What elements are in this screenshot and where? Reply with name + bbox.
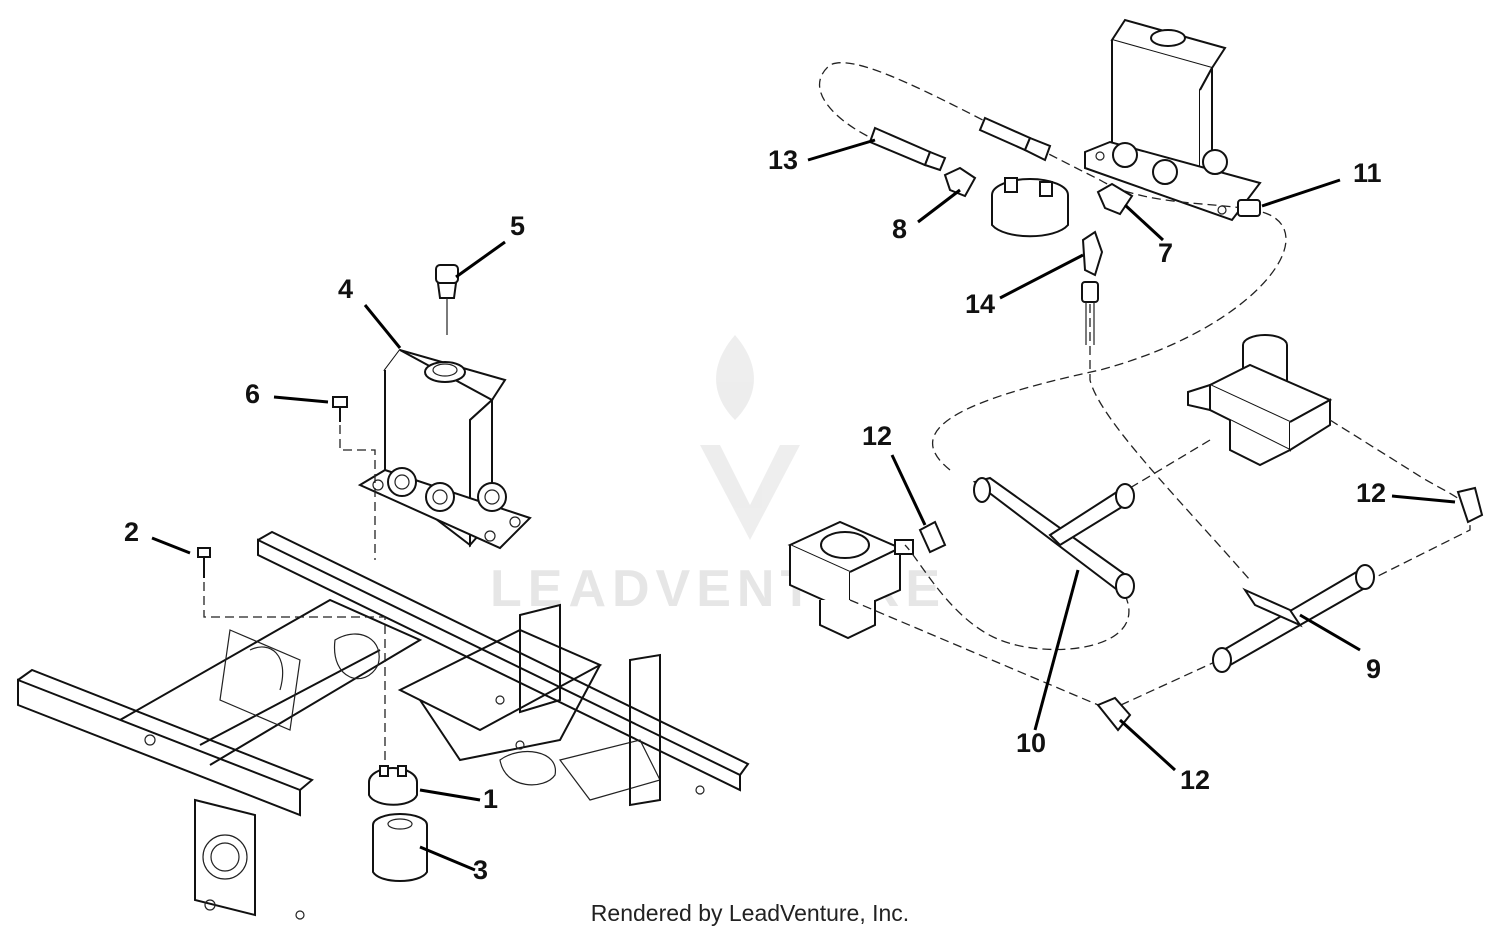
hose-part-13 [868, 116, 1052, 172]
bolt-part-6 [332, 396, 348, 422]
callout-3: 3 [473, 855, 488, 885]
fitting-part-8 [943, 166, 977, 198]
callout-11: 11 [1353, 158, 1382, 188]
hydraulic-reservoir [357, 348, 532, 550]
callout-14: 14 [965, 289, 995, 319]
callout-12c: 12 [1180, 765, 1210, 795]
callout-10: 10 [1016, 728, 1046, 758]
callout-6: 6 [245, 379, 260, 409]
callout-8: 8 [892, 214, 907, 244]
hydraulic-valve [787, 520, 914, 640]
filter-head-right [991, 177, 1069, 238]
callout-7: 7 [1158, 238, 1173, 268]
hydraulic-tank [1084, 18, 1262, 222]
callout-1: 1 [483, 784, 498, 814]
watermark-logo-icon [700, 335, 800, 540]
elbow-part-12b [1456, 486, 1484, 524]
filter-head [368, 765, 418, 806]
callout-4: 4 [338, 274, 353, 304]
callout-2: 2 [124, 517, 139, 547]
fitting-part-7 [1096, 182, 1134, 216]
tee-part-9 [1212, 564, 1375, 673]
hydraulic-pump [1187, 334, 1333, 467]
tee-part-10 [972, 476, 1135, 599]
callout-9: 9 [1366, 654, 1381, 684]
fitting-part-11 [1237, 199, 1261, 217]
reservoir-cap [435, 264, 459, 335]
fitting-part-14 [1081, 230, 1104, 345]
callout-13: 13 [768, 145, 798, 175]
chassis-frame [17, 530, 750, 920]
elbow-part-12a [918, 520, 947, 554]
callout-leaders [151, 138, 1456, 872]
callout-5: 5 [510, 211, 525, 241]
callout-12a: 12 [862, 421, 892, 451]
oil-filter [372, 813, 428, 882]
callout-12b: 12 [1356, 478, 1386, 508]
bolt-part-2 [197, 547, 211, 578]
footer-credit: Rendered by LeadVenture, Inc. [590, 900, 910, 926]
